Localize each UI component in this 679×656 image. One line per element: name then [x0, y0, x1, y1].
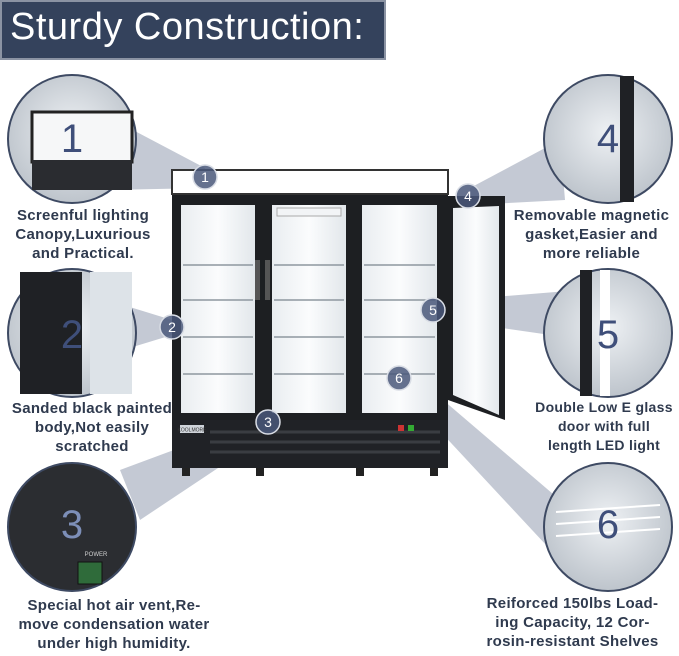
- detail-number-6: 6: [597, 503, 619, 547]
- marker-number-2: 2: [168, 319, 176, 335]
- power-switch-label: POWER: [85, 552, 108, 558]
- detail-number-2: 2: [61, 313, 83, 357]
- marker-number-6: 6: [395, 370, 403, 386]
- marker-number-4: 4: [464, 188, 472, 204]
- detail-circle-3: POWER: [7, 462, 137, 592]
- detail-circle-1: [7, 74, 137, 204]
- door-handle-middle: [265, 260, 270, 300]
- detail-number-5: 5: [597, 313, 619, 357]
- vent-grille: [210, 430, 440, 454]
- base-vent-panel: [172, 420, 448, 468]
- detail-circle-6: [543, 462, 673, 592]
- detail-number-4: 4: [597, 117, 619, 161]
- marker-number-1: 1: [201, 169, 209, 185]
- caption-feature-4: Removable magnetic gasket,Easier and mor…: [513, 207, 670, 262]
- shelves: [183, 264, 435, 375]
- detail-circle-2: [7, 268, 137, 398]
- caption-feature-3: Special hot air vent,Re- move condensati…: [18, 597, 210, 652]
- marker-number-5: 5: [429, 302, 437, 318]
- casters: [182, 468, 438, 476]
- open-door-glass: [453, 206, 499, 415]
- page-title: Sturdy Construction:: [10, 6, 365, 48]
- detail-circle-4: [543, 74, 673, 204]
- marker-number-3: 3: [264, 414, 272, 430]
- caption-feature-6: Reiforced 150lbs Load- ing Capacity, 12 …: [486, 595, 659, 650]
- caption-feature-2: Sanded black painted body,Not easily scr…: [11, 400, 173, 455]
- brand-logo: KOOLMORE: [178, 428, 208, 434]
- detail-circle-5: [543, 268, 673, 398]
- door-glass-middle: [272, 205, 346, 413]
- product-markers: 1 2 3 4 5 6: [159, 164, 481, 435]
- detail-numbers: 1 2 3 4 5 6: [61, 117, 619, 547]
- caption-feature-1: Screenful lighting Canopy,Luxurious and …: [15, 207, 151, 262]
- canopy-light-box: [171, 169, 449, 195]
- title-banner: Sturdy Construction:: [0, 0, 386, 60]
- door-glass-left: [181, 205, 255, 413]
- door-handle-left: [255, 260, 260, 300]
- caption-feature-5: Double Low E glass door with full length…: [535, 399, 673, 453]
- detail-number-3: 3: [61, 503, 83, 547]
- detail-number-1: 1: [61, 117, 83, 161]
